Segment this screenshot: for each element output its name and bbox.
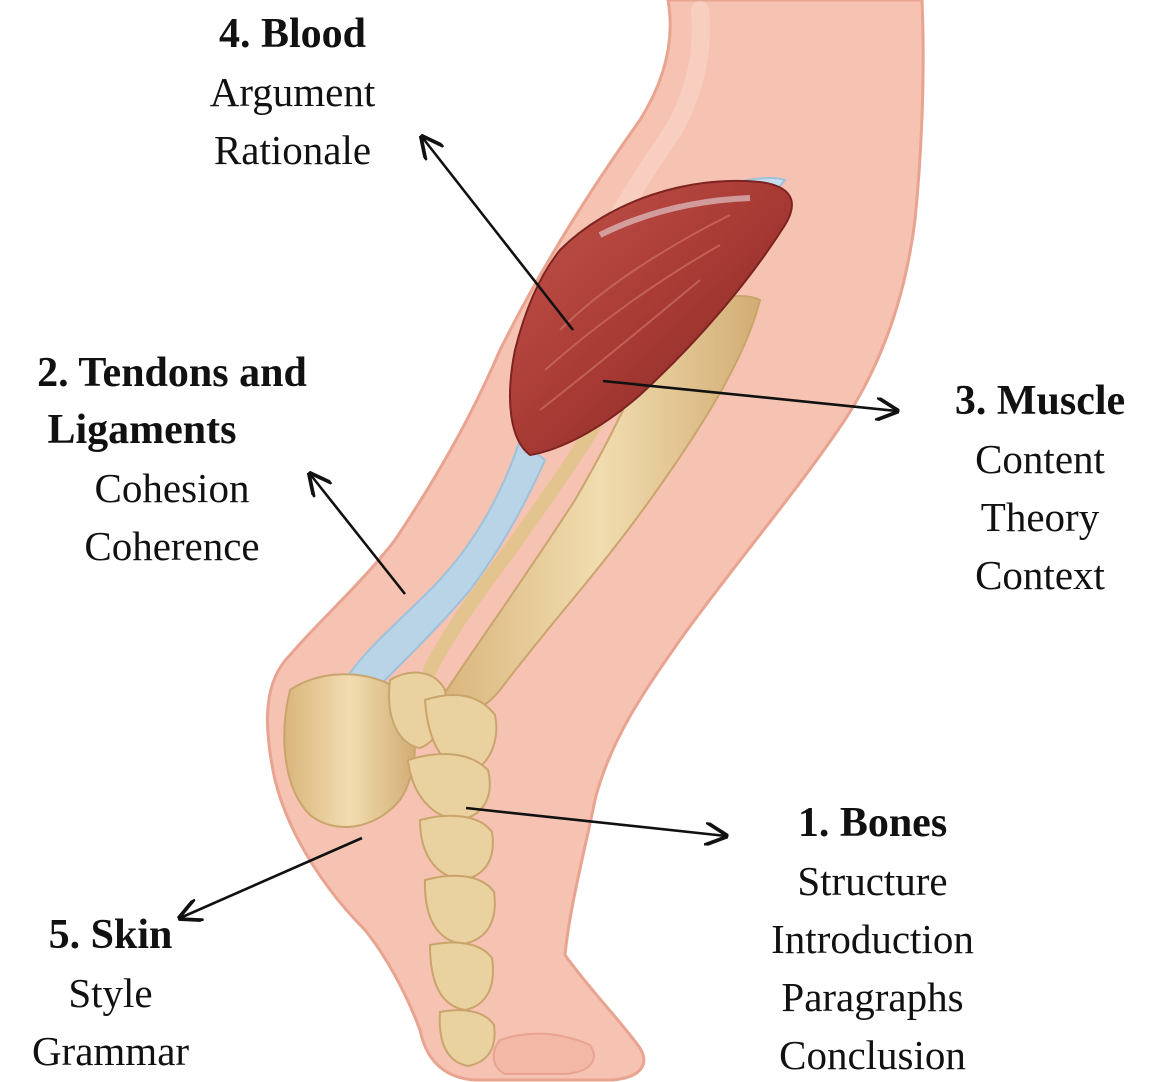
arrow-blood — [422, 137, 573, 330]
label-skin-item: Grammar — [8, 1031, 213, 1072]
label-muscle-item: Theory — [930, 497, 1150, 538]
label-blood: 4. Blood Argument Rationale — [185, 13, 400, 171]
label-blood-item: Rationale — [185, 130, 400, 171]
label-tendons-item: Coherence — [2, 526, 342, 567]
label-blood-item: Argument — [185, 72, 400, 113]
label-tendons: 2. Tendons and Ligaments Cohesion Cohere… — [2, 352, 342, 567]
label-blood-title: 4. Blood — [185, 13, 400, 55]
label-bones-title: 1. Bones — [740, 802, 1005, 844]
label-tendons-item: Cohesion — [2, 468, 342, 509]
label-skin: 5. Skin Style Grammar — [8, 914, 213, 1072]
label-bones-item: Conclusion — [740, 1035, 1005, 1076]
label-skin-item: Style — [8, 973, 213, 1014]
label-bones-item: Introduction — [740, 919, 1005, 960]
label-muscle-title: 3. Muscle — [930, 380, 1150, 422]
label-bones-item: Paragraphs — [740, 977, 1005, 1018]
label-muscle-item: Context — [930, 555, 1150, 596]
label-muscle: 3. Muscle Content Theory Context — [930, 380, 1150, 596]
label-skin-title: 5. Skin — [8, 914, 213, 956]
label-bones-item: Structure — [740, 861, 1005, 902]
label-tendons-title-line2: Ligaments — [2, 409, 342, 451]
label-tendons-title-line1: 2. Tendons and — [2, 352, 342, 394]
label-bones: 1. Bones Structure Introduction Paragrap… — [740, 802, 1005, 1076]
label-muscle-item: Content — [930, 439, 1150, 480]
